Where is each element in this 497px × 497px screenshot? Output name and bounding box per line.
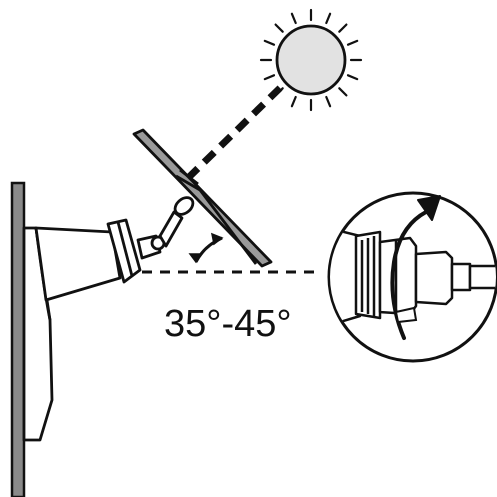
mount-bracket [22, 196, 195, 442]
rotation-arrow-icon [390, 195, 441, 340]
sun-ray [274, 23, 284, 33]
wall [10, 181, 26, 497]
sun-ray [338, 23, 348, 33]
angle-label: 35°-45° [164, 303, 292, 345]
sun-ray [263, 74, 276, 81]
sun-ray [290, 95, 297, 108]
curved-arrow-icon [188, 232, 224, 264]
sun-ray [325, 12, 332, 25]
sun-ray [346, 39, 359, 46]
detail-circle [327, 191, 497, 363]
sun-ray [290, 12, 297, 25]
sun-ray [346, 74, 359, 81]
sun-ray [325, 95, 332, 108]
sun-ray [338, 87, 348, 97]
sun-ray-line [183, 85, 283, 183]
sun-ray [263, 39, 276, 46]
sun-icon [259, 8, 363, 112]
